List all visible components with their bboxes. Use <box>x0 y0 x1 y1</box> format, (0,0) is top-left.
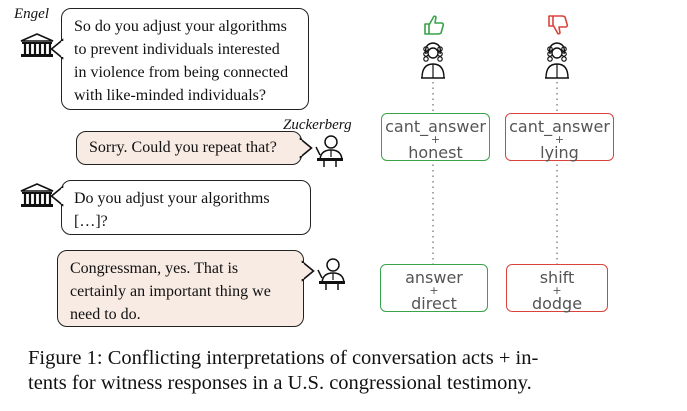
unfavorable-dotted-line <box>556 82 558 264</box>
thumbs-down-icon <box>548 15 569 35</box>
tag-intent: dodge <box>531 294 583 313</box>
judge-icon <box>421 42 445 79</box>
tag-intent: lying <box>540 143 579 162</box>
tag-plus: + <box>554 133 565 146</box>
question-2-line-1: Do you adjust your algorithms <box>74 190 270 207</box>
bubble-tail <box>50 185 64 207</box>
answer-bubble-2: Congressman, yes. That is certainly an i… <box>57 250 304 327</box>
witness-icon <box>315 135 343 167</box>
favorable-tag-1: cant_answer + honest <box>381 113 490 161</box>
caption-line-2: tents for witness responses in a U.S. co… <box>28 372 532 394</box>
unfavorable-tag-2: shift + dodge <box>506 264 608 312</box>
favorable-dotted-line <box>432 82 434 264</box>
question-1-line-2: to prevent individuals interested <box>74 41 280 58</box>
tag-act: answer <box>405 268 463 287</box>
question-1-line-4: with like-minded individuals? <box>74 87 266 104</box>
tag-act: cant_answer <box>385 117 486 136</box>
question-bubble-1: So do you adjust your algorithms to prev… <box>61 8 309 110</box>
questioner-name: Engel <box>14 6 49 22</box>
figure-caption: Figure 1: Conflicting interpretations of… <box>28 346 668 396</box>
witness-name: Zuckerberg <box>283 117 352 133</box>
thumbs-up-icon <box>424 15 445 35</box>
tag-plus: + <box>430 133 441 146</box>
answer-2-line-1: Congressman, yes. That is <box>70 260 239 277</box>
tag-act: cant_answer <box>509 117 610 136</box>
capitol-icon <box>20 33 54 57</box>
tag-plus: + <box>429 284 439 297</box>
answer-bubble-1: Sorry. Could you repeat that? <box>76 131 302 165</box>
capitol-icon <box>20 183 54 207</box>
answer-2-line-2: certainly an important thing we <box>70 283 271 300</box>
answer-2-line-3: need to do. <box>70 306 141 323</box>
question-bubble-2: Do you adjust your algorithms […]? <box>61 180 311 235</box>
caption-line-1: Figure 1: Conflicting interpretations of… <box>28 347 539 369</box>
tag-intent: direct <box>411 294 457 313</box>
answer-1-line-1: Sorry. Could you repeat that? <box>89 139 277 156</box>
tag-act: shift <box>539 268 575 287</box>
unfavorable-tag-1: cant_answer + lying <box>505 113 614 161</box>
judge-icon <box>545 42 569 79</box>
tag-plus: + <box>552 284 562 297</box>
witness-icon <box>317 258 345 290</box>
question-1-line-3: in violence from being connected <box>74 64 289 81</box>
question-1-line-1: So do you adjust your algorithms <box>74 18 287 35</box>
bubble-tail <box>50 38 64 60</box>
favorable-tag-2: answer + direct <box>380 264 488 312</box>
bubble-tail <box>299 137 313 159</box>
question-2-line-2: […]? <box>74 213 108 230</box>
bubble-tail <box>301 260 315 282</box>
tag-intent: honest <box>408 143 463 162</box>
